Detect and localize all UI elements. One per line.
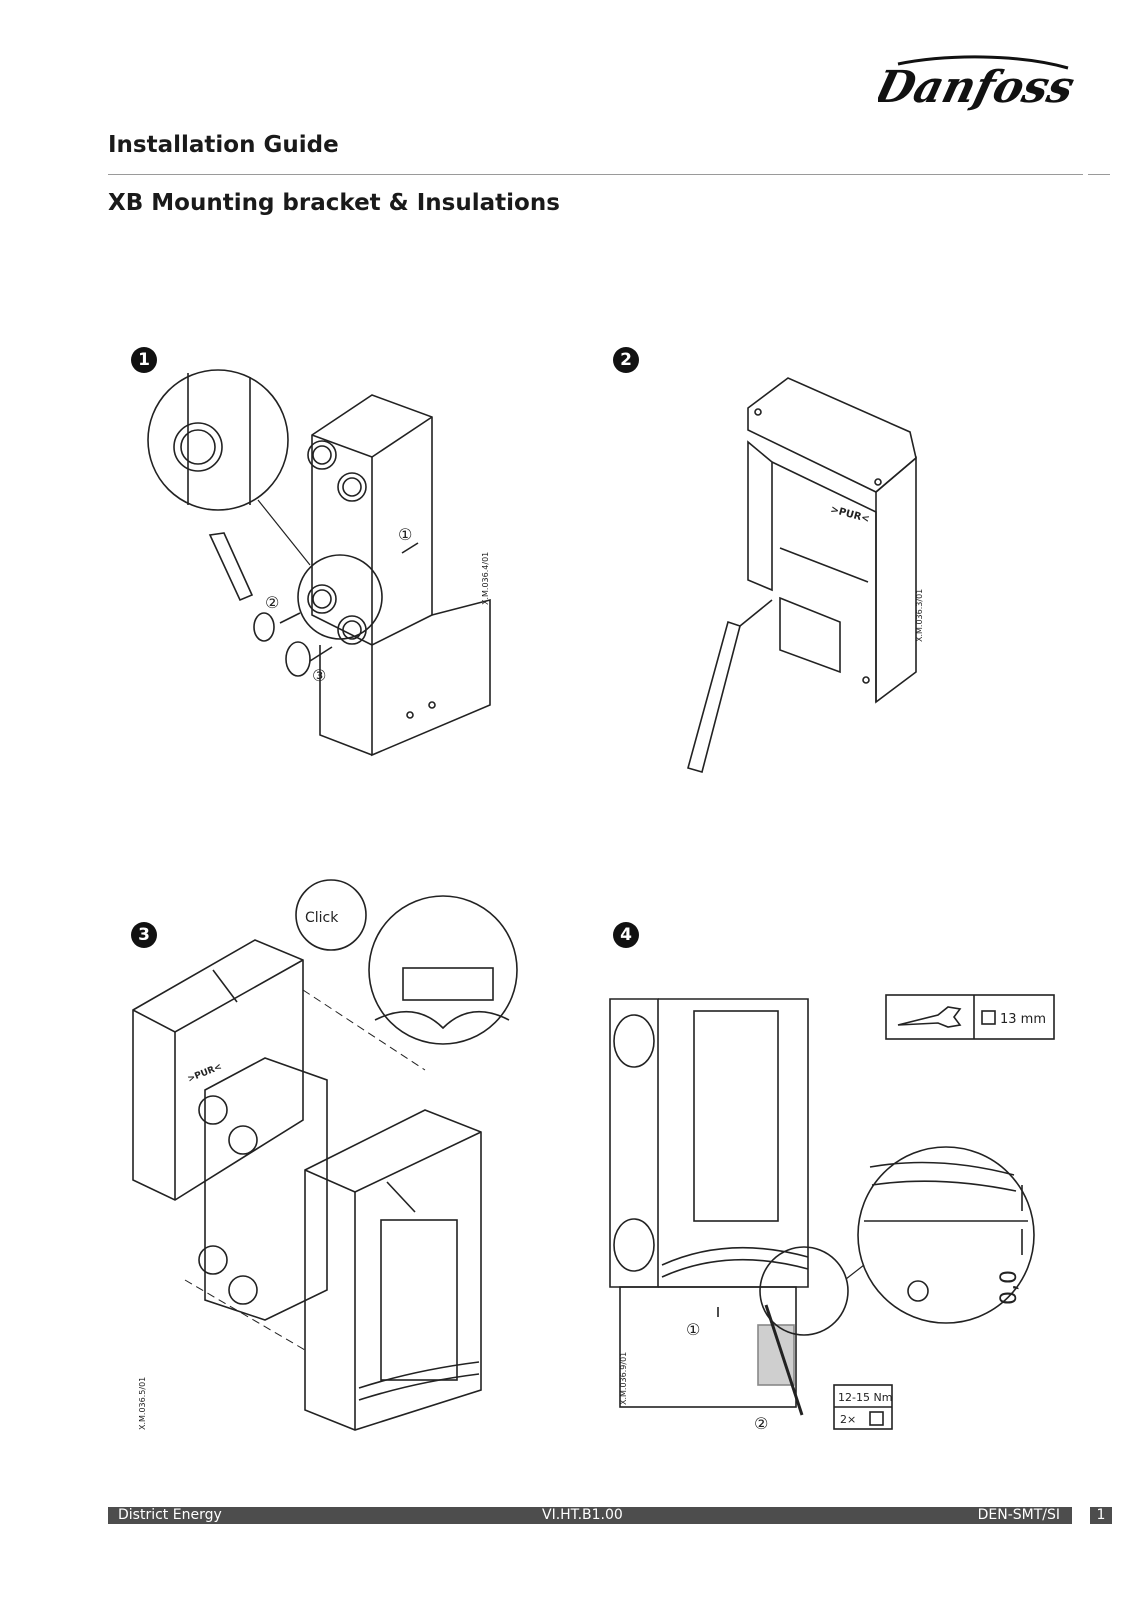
page-number: 1 bbox=[1090, 1507, 1112, 1524]
click-label: Click bbox=[305, 910, 339, 926]
step-4-illustration: 13 mm ① ② 0,0 12-15 Nm 2× X.M.036.9/01 bbox=[609, 994, 1055, 1433]
step-4-number: 4 bbox=[613, 922, 639, 948]
callout-2: ② bbox=[754, 1414, 768, 1433]
detail-magnifier bbox=[147, 369, 289, 511]
callout-1: ① bbox=[398, 525, 412, 544]
pur-label: >PUR< bbox=[186, 1062, 223, 1085]
header-divider bbox=[108, 174, 1083, 175]
footer-left: District Energy bbox=[118, 1507, 222, 1523]
figure-ref: X.M.036.5/01 bbox=[138, 1377, 147, 1430]
torque-value: 12-15 Nm bbox=[838, 1391, 892, 1404]
detail-magnifier bbox=[368, 895, 518, 1045]
svg-text:Danfoss: Danfoss bbox=[878, 61, 1078, 113]
footer-right: DEN-SMT/SI bbox=[977, 1507, 1060, 1523]
click-icon bbox=[295, 879, 367, 951]
footer-center: VI.HT.B1.00 bbox=[542, 1507, 623, 1523]
step-2-number: 2 bbox=[613, 347, 639, 373]
step-2-illustration: >PUR< X.M.036.3/01 bbox=[687, 377, 924, 773]
footer-bar: District Energy VI.HT.B1.00 DEN-SMT/SI bbox=[108, 1507, 1072, 1524]
wrench-size: 13 mm bbox=[1000, 1012, 1046, 1027]
torque-count: 2× bbox=[840, 1413, 856, 1426]
step-1-number: 1 bbox=[131, 347, 157, 373]
wrench-spec-box bbox=[885, 994, 1055, 1040]
page-subtitle: XB Mounting bracket & Insulations bbox=[108, 190, 560, 216]
header-divider-end bbox=[1088, 174, 1110, 175]
figure-ref: X.M.036.4/01 bbox=[481, 552, 490, 605]
callout-3: ③ bbox=[312, 666, 326, 685]
danfoss-logo: Danfoss bbox=[878, 55, 1078, 113]
step-1-illustration: ① ② ③ X.M.036.4/01 bbox=[147, 369, 491, 757]
callout-1: ① bbox=[686, 1320, 700, 1339]
detail-magnifier bbox=[857, 1146, 1035, 1324]
pur-label: >PUR< bbox=[829, 504, 870, 525]
gap-label: 0,0 bbox=[997, 1270, 1022, 1305]
detail-circle bbox=[297, 554, 383, 640]
step-3-illustration: Click >PUR< X.M.036.5/01 bbox=[132, 879, 518, 1431]
figure-ref: X.M.036.3/01 bbox=[915, 589, 924, 642]
figure-ref: X.M.036.9/01 bbox=[619, 1352, 628, 1405]
callout-2: ② bbox=[265, 593, 279, 612]
step-3-number: 3 bbox=[131, 922, 157, 948]
page-title: Installation Guide bbox=[108, 132, 339, 158]
detail-circle bbox=[759, 1246, 849, 1336]
